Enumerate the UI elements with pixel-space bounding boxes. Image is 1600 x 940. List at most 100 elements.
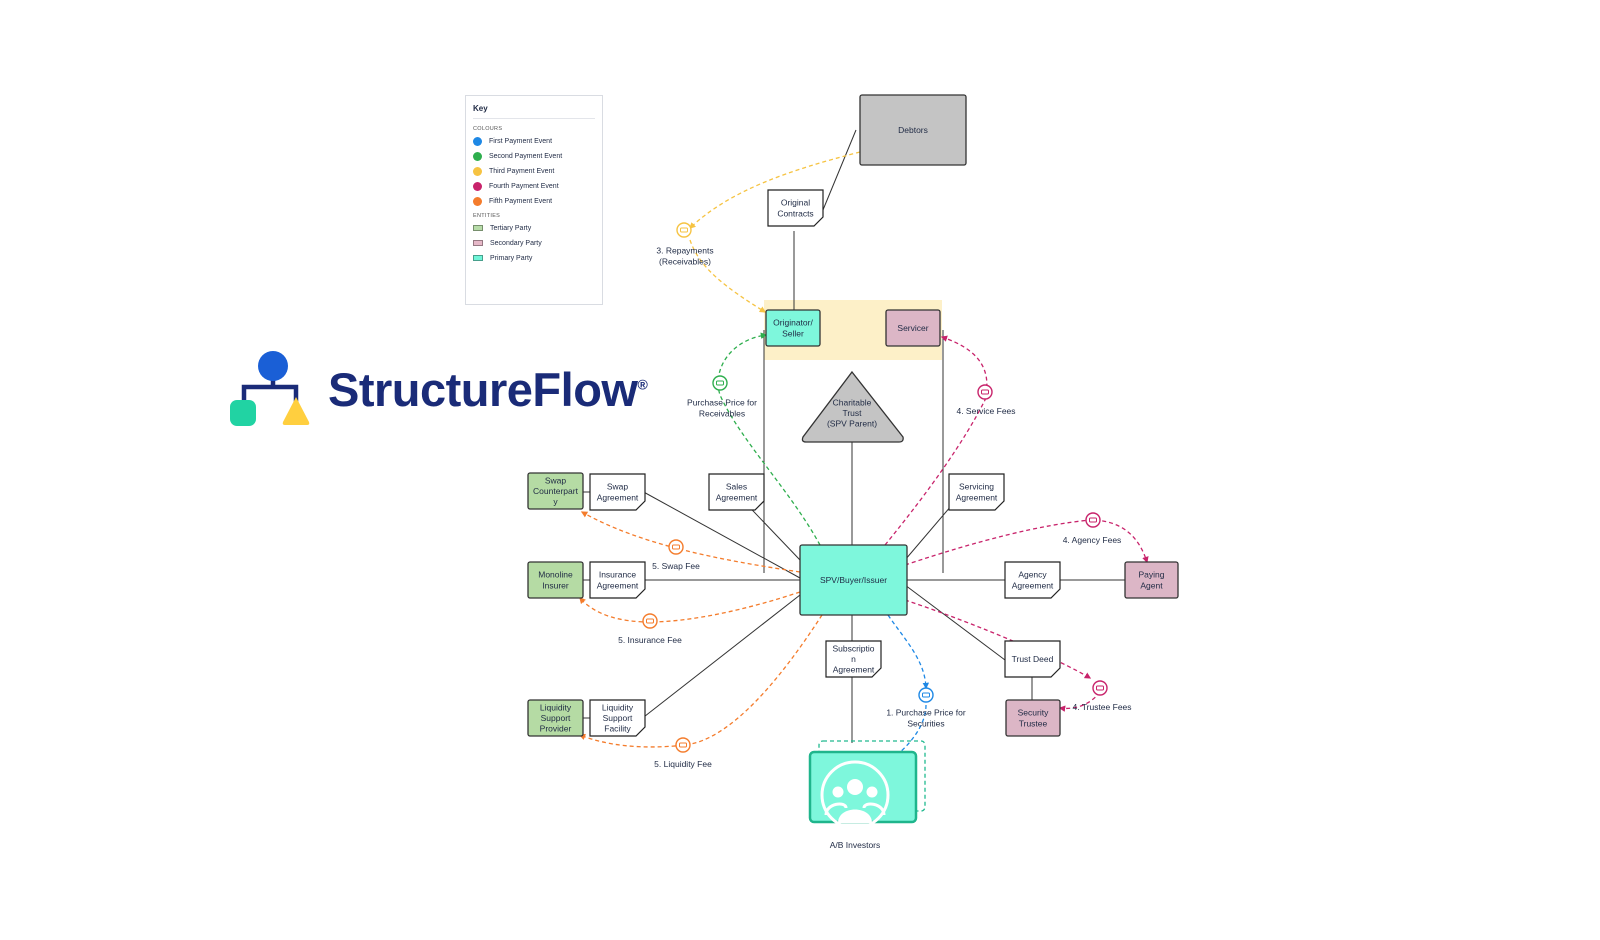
doc-trust-deed-shape: [1004, 640, 1061, 678]
legend-item: Tertiary Party: [473, 224, 595, 233]
label-swap-fee: 5. Swap Fee: [652, 561, 700, 571]
node-paying-agent-box: [1124, 561, 1179, 599]
coin-liquidity-fee-note: [679, 742, 687, 748]
coin-trustee-fees-ring: [1092, 680, 1108, 696]
line-swap-spv: [639, 489, 801, 579]
doc-trust-deed-label: Trust Deed: [1012, 654, 1054, 664]
doc-sales-agreement-shape: [708, 473, 765, 511]
legend-item-label: Fifth Payment Event: [489, 198, 553, 205]
line-liquidity-spv: [639, 594, 801, 721]
coin-purchase-receivables-note: [716, 380, 724, 386]
label-agency-fees: 4. Agency Fees: [1063, 535, 1122, 545]
legend-color-dot: [473, 197, 482, 206]
coin-liquidity-fee: [675, 737, 691, 753]
doc-subscription-agreement-shape: [825, 640, 882, 678]
legend-item: Fourth Payment Event: [473, 182, 595, 191]
node-servicer[interactable]: Servicer: [885, 309, 941, 347]
node-debtors-box: [859, 94, 967, 166]
doc-original-contracts-shape: [767, 189, 824, 227]
line-spv-trustdeed: [904, 584, 1006, 661]
investors-group-icon: [820, 760, 890, 830]
node-ab-investors[interactable]: A/B Investors: [808, 740, 926, 850]
legend-item-label: Primary Party: [490, 255, 533, 262]
node-originator-box: [765, 309, 821, 347]
coin-repayments: [676, 222, 692, 238]
node-debtors[interactable]: Debtors: [859, 94, 967, 166]
coin-trustee-fees: [1092, 680, 1108, 696]
node-charitable-trust-shape: [801, 370, 904, 443]
coin-purchase-securities-note: [922, 692, 930, 698]
brand-logo: StructureFlow®: [230, 347, 648, 431]
node-originator[interactable]: Originator/Seller: [765, 309, 821, 347]
doc-servicing-agreement-shape: [948, 473, 1005, 511]
flow-repayments-debtors: [689, 151, 861, 229]
legend-item: Fifth Payment Event: [473, 197, 595, 206]
coin-swap-fee-note: [672, 544, 680, 550]
coin-repayments-note: [680, 227, 688, 233]
coin-insurance-fee-note: [646, 618, 654, 624]
node-security-trustee-box: [1005, 699, 1061, 737]
coin-agency-fees: [1085, 512, 1101, 528]
coin-purchase-securities-ring: [918, 687, 934, 703]
node-originator-label: Originator/Seller: [773, 318, 813, 339]
legend-entities-heading: ENTITIES: [473, 213, 501, 219]
coin-insurance-fee-ring: [642, 613, 658, 629]
legend-item: Secondary Party: [473, 239, 595, 248]
brand-reg-mark: ®: [637, 376, 648, 393]
node-monoline-insurer-box: [527, 561, 584, 599]
doc-swap-agreement-shape: [589, 473, 646, 511]
flow-purchase-securities-a: [887, 614, 930, 690]
legend-entity-swatch: [473, 240, 483, 246]
doc-liquidity-facility-shape: [589, 699, 646, 737]
coin-purchase-receivables: [712, 375, 728, 391]
legend-title: Key: [473, 104, 595, 119]
coin-agency-fees-ring: [1085, 512, 1101, 528]
coin-repayments-ring: [676, 222, 692, 238]
coin-purchase-securities: [918, 687, 934, 703]
legend-entity-swatch: [473, 255, 483, 261]
investors-back-frame: [818, 740, 926, 812]
label-liquidity-fee: 5. Liquidity Fee: [654, 759, 712, 769]
coin-trustee-fees-note: [1096, 685, 1104, 691]
legend-item-label: Third Payment Event: [489, 168, 555, 175]
label-insurance-fee: 5. Insurance Fee: [618, 635, 682, 645]
legend-color-dot: [473, 152, 482, 161]
doc-insurance-agreement-shape: [589, 561, 646, 599]
flow-purchase-receivables: [717, 332, 821, 546]
legend-entity-swatch: [473, 225, 483, 231]
coin-service-fees-ring: [977, 384, 993, 400]
coin-liquidity-fee-ring: [675, 737, 691, 753]
node-spv[interactable]: SPV/Buyer/Issuer: [799, 544, 908, 616]
doc-trust-deed[interactable]: Trust Deed: [1004, 640, 1061, 678]
node-servicer-label: Servicer: [897, 323, 928, 333]
node-debtors-label: Debtors: [898, 125, 928, 135]
